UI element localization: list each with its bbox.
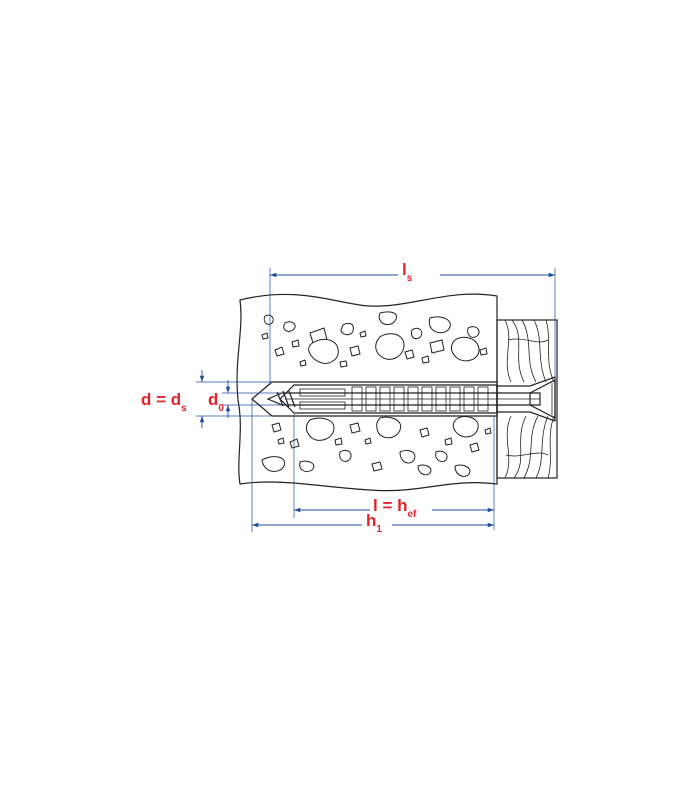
- screw-head: [529, 379, 556, 419]
- aggregate-stones-upper: [261, 311, 488, 368]
- aggregate-stones-lower: [261, 415, 492, 477]
- label-ls: ls: [402, 260, 413, 284]
- frame-anchor: [266, 379, 556, 419]
- label-h1: h1: [366, 511, 382, 535]
- concrete-block: [236, 293, 498, 492]
- dimension-lines: [196, 268, 556, 532]
- anchor-sleeve: [279, 384, 498, 414]
- screw: [266, 379, 556, 419]
- label-d0: d0: [208, 390, 224, 414]
- label-d-ds: d = ds: [141, 390, 187, 414]
- label-l-hef: l = hef: [373, 496, 417, 520]
